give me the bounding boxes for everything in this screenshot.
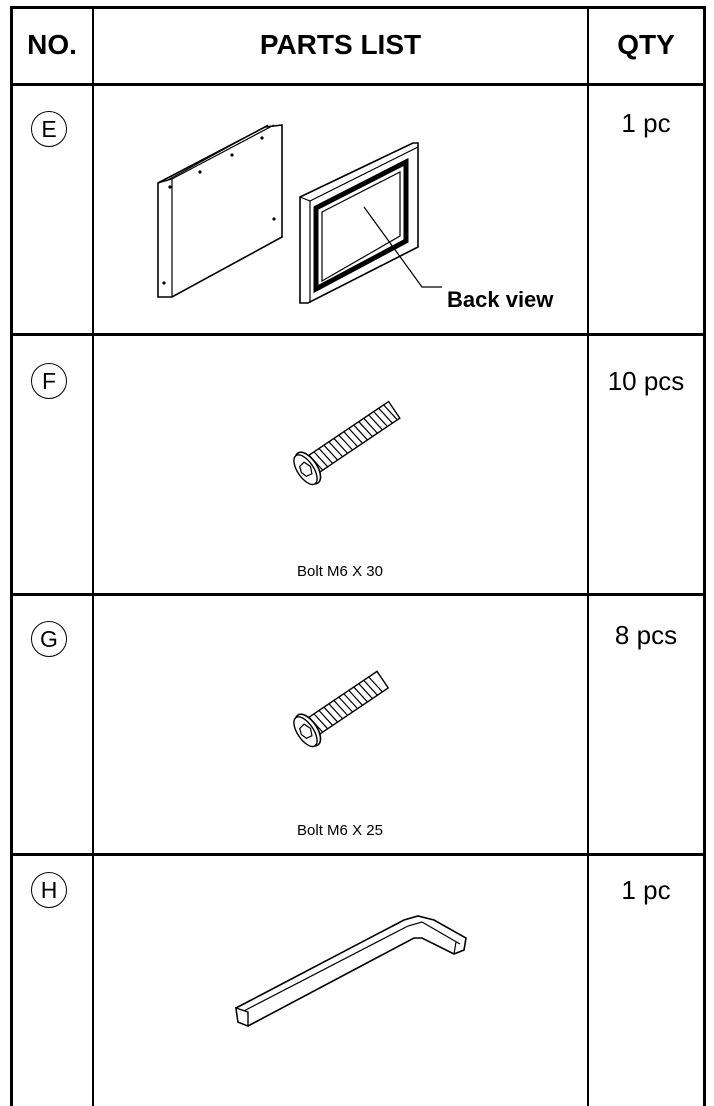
table-border-right — [703, 6, 706, 1106]
row-divider-3 — [10, 853, 706, 856]
row-divider-1 — [10, 333, 706, 336]
column-divider-1 — [92, 6, 94, 1106]
bolt-m6x25-drawing — [293, 670, 390, 748]
qty-e: 1 pc — [621, 108, 671, 138]
caption-bolt-m6x25: Bolt M6 X 25 — [297, 822, 383, 839]
qty-h: 1 pc — [621, 875, 671, 905]
part-letter-g: G — [31, 621, 67, 657]
header-parts-list: PARTS LIST — [259, 29, 422, 60]
header-divider — [10, 83, 706, 86]
part-letter-h: H — [31, 872, 67, 908]
table-border-left — [10, 6, 13, 1106]
allen-key-drawing — [235, 915, 467, 1028]
bolt-m6x30-drawing — [293, 400, 401, 486]
part-letter-e: E — [31, 111, 67, 147]
table-border-top — [10, 6, 706, 9]
part-letter-f: F — [31, 363, 67, 399]
column-divider-2 — [587, 6, 589, 1106]
header-qty: QTY — [617, 29, 675, 60]
caption-bolt-m6x30: Bolt M6 X 30 — [297, 563, 383, 580]
qty-f: 10 pcs — [607, 366, 685, 396]
qty-g: 8 pcs — [614, 620, 678, 650]
back-panel-drawing — [157, 124, 442, 304]
row-divider-2 — [10, 593, 706, 596]
back-view-callout: Back view — [447, 287, 554, 312]
header-no: NO. — [27, 29, 77, 60]
